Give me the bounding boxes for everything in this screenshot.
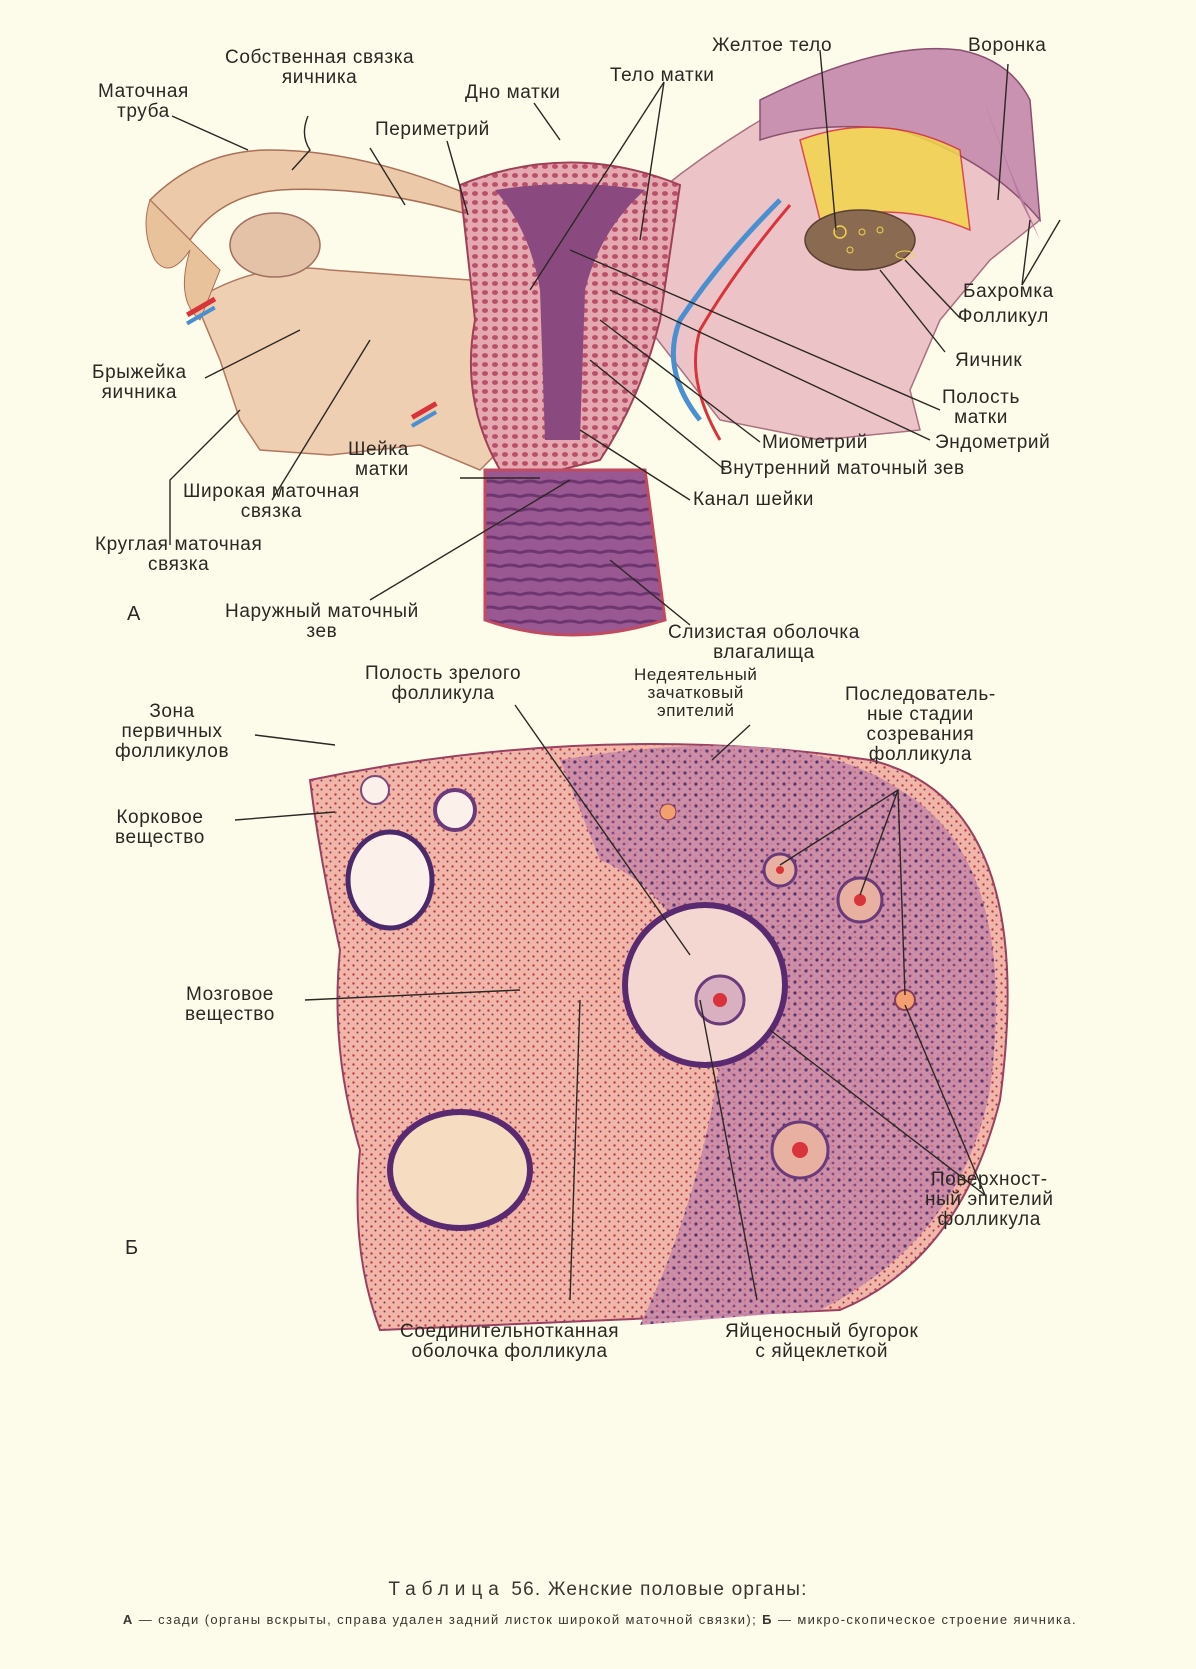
follicle-large-lower xyxy=(387,1109,533,1231)
left-fimbriae xyxy=(145,199,221,321)
label-line: яичника xyxy=(281,67,358,88)
label-line: вещество xyxy=(115,827,205,848)
label-line: Широкая маточная xyxy=(183,481,360,502)
label-line: Шейка xyxy=(348,439,409,460)
label-line: Маточная xyxy=(98,81,189,102)
label-line: Яйценосный бугорок xyxy=(725,1321,919,1342)
label-line: Корковое xyxy=(116,807,204,828)
label-broad-ligament: Широкая маточная связка xyxy=(183,482,360,522)
figure-caption-title: Таблица 56. Женские половые органы: xyxy=(0,1579,1196,1601)
leader-lines xyxy=(169,49,1061,1301)
caption-a-marker: А xyxy=(122,1612,134,1627)
label-vaginal-mucosa: Слизистая оболочка влагалища xyxy=(668,623,860,663)
label-line: Зона xyxy=(149,701,195,722)
label-fimbriae: Бахромка xyxy=(963,281,1054,302)
cortex-region xyxy=(560,745,996,1325)
label-uterine-cavity: Полость матки xyxy=(942,388,1020,428)
label-mesovarium: Брыжейка яичника xyxy=(92,363,187,403)
label-line: труба xyxy=(117,101,170,122)
caption-b-marker: Б xyxy=(762,1612,773,1627)
label-cortex: Корковое вещество xyxy=(115,808,205,848)
label-line: первичных xyxy=(121,721,223,742)
ovary-section xyxy=(308,743,1009,1332)
uterus-diagram xyxy=(145,47,1041,637)
label-line: Наружный маточный xyxy=(225,601,419,622)
label-cervix: Шейка матки xyxy=(348,440,409,480)
right-ovary xyxy=(804,209,916,271)
label-line: Недеятельный xyxy=(634,665,758,684)
label-line: влагалища xyxy=(713,642,815,663)
label-mature-follicle-cavity: Полость зрелого фолликула xyxy=(365,664,521,704)
label-inactive-germinal-epithelium: Недеятельный зачатковый эпителий xyxy=(634,666,758,720)
label-line: яичника xyxy=(101,382,178,403)
label-line: эпителий xyxy=(656,701,735,720)
label-line: фолликула xyxy=(868,744,972,765)
label-corpus-luteum: Желтое тело xyxy=(712,35,833,56)
label-line: Мозговое xyxy=(185,984,274,1005)
label-fundus: Дно матки xyxy=(465,82,561,103)
figure-caption-body: А — сзади (органы вскрыты, справа удален… xyxy=(70,1610,1130,1630)
label-line: созревания xyxy=(866,724,975,745)
label-line: фолликула xyxy=(937,1209,1041,1230)
label-round-ligament: Круглая маточная связка xyxy=(95,535,262,575)
label-perimetrium: Периметрий xyxy=(375,119,490,140)
panel-b-marker: Б xyxy=(125,1237,139,1259)
caption-b-text: — микро-скопическое строение яичника. xyxy=(777,1612,1078,1627)
right-vessel-vein xyxy=(670,198,782,422)
label-line: Собственная связка xyxy=(225,47,415,68)
label-line: ные стадии xyxy=(866,704,974,725)
left-vessels xyxy=(186,296,438,428)
caption-table-word: Таблица xyxy=(388,1579,505,1600)
label-maturation-stages: Последователь- ные стадии созревания фол… xyxy=(845,685,996,765)
label-uterus-body: Тело матки xyxy=(610,65,715,86)
label-infundibulum: Воронка xyxy=(968,35,1047,56)
right-fallopian-tube xyxy=(759,47,1041,223)
label-endometrium: Эндометрий xyxy=(935,432,1051,453)
follicle-upper-left xyxy=(345,829,435,931)
label-line: Соединительнотканная xyxy=(400,1321,620,1342)
label-ovarian-ligament: Собственная связка яичника xyxy=(225,48,414,88)
label-cumulus-oophorus: Яйценосный бугорок с яйцеклеткой xyxy=(725,1322,918,1362)
label-follicle: Фолликул xyxy=(958,306,1049,327)
label-cervical-canal: Канал шейки xyxy=(693,489,815,510)
caption-a-text: — сзади (органы вскрыты, справа удален з… xyxy=(138,1612,758,1627)
label-line: Слизистая оболочка xyxy=(668,622,860,643)
uterine-cavity xyxy=(495,184,645,440)
label-line: матки xyxy=(954,407,1008,428)
label-external-os: Наружный маточный зев xyxy=(225,602,419,642)
label-line: Полость зрелого xyxy=(365,663,522,684)
label-line: зев xyxy=(306,621,338,642)
label-line: фолликулов xyxy=(115,741,230,762)
label-fallopian-tube: Маточная труба xyxy=(98,82,189,122)
label-line: ный эпителий xyxy=(925,1189,1054,1210)
left-ovary xyxy=(229,212,321,278)
label-line: зачатковый xyxy=(647,683,744,702)
label-line: связка xyxy=(148,554,210,575)
panel-a-marker: А xyxy=(127,603,141,625)
vagina xyxy=(483,468,667,637)
label-internal-os: Внутренний маточный зев xyxy=(720,458,965,479)
label-theca: Соединительнотканная оболочка фолликула xyxy=(400,1322,619,1362)
label-line: Поверхност- xyxy=(930,1169,1048,1190)
label-line: связка xyxy=(240,501,302,522)
label-primary-follicle-zone: Зона первичных фолликулов xyxy=(115,702,229,762)
label-line: фолликула xyxy=(391,683,495,704)
label-line: вещество xyxy=(185,1004,275,1025)
right-vessel-artery xyxy=(694,204,792,441)
label-line: оболочка фолликула xyxy=(411,1341,608,1362)
label-line: с яйцеклеткой xyxy=(755,1341,889,1362)
caption-title-rest: 56. Женские половые органы: xyxy=(511,1579,808,1600)
label-ovary: Яичник xyxy=(955,350,1023,371)
label-myometrium: Миометрий xyxy=(762,432,868,453)
label-line: матки xyxy=(355,459,409,480)
label-line: Последователь- xyxy=(845,684,996,705)
label-follicle-surface-epithelium: Поверхност- ный эпителий фолликула xyxy=(925,1170,1054,1230)
label-medulla: Мозговое вещество xyxy=(185,985,275,1025)
label-line: Полость xyxy=(942,387,1020,408)
left-broad-ligament xyxy=(194,267,521,471)
label-line: Круглая маточная xyxy=(95,534,263,555)
label-line: Брыжейка xyxy=(92,362,187,383)
